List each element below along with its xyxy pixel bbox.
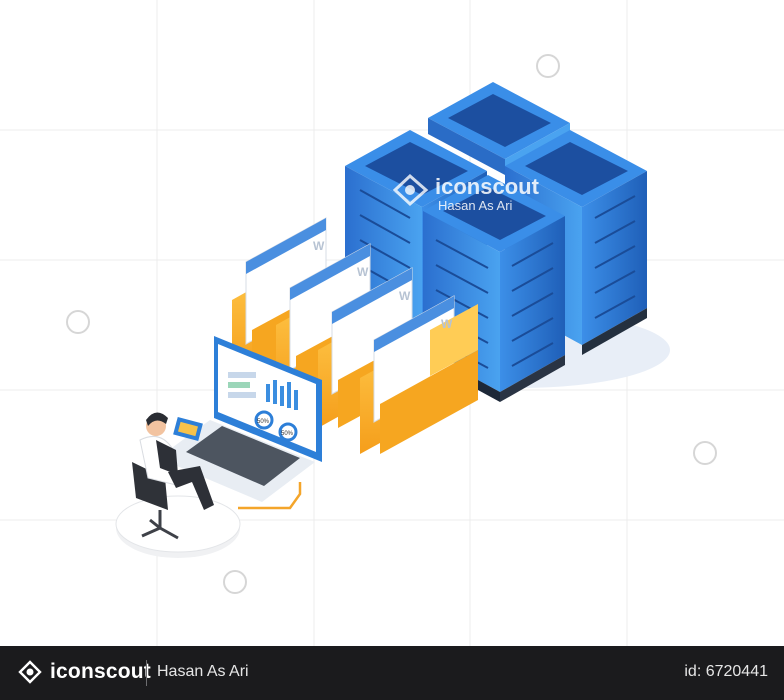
footer-divider — [146, 660, 147, 686]
person-at-desk — [115, 412, 241, 558]
folder-4 — [360, 295, 478, 454]
footer-logo[interactable]: iconscout — [18, 660, 151, 684]
document-mark-2: W — [357, 265, 369, 279]
document-mark-1: W — [313, 239, 325, 253]
document-mark-3: W — [399, 289, 411, 303]
laptop-gauge-left: 50% — [257, 419, 270, 425]
footer-author[interactable]: Hasan As Ari — [157, 663, 249, 680]
footer-asset-id: id: 6720441 — [684, 663, 768, 680]
server-rack-front — [423, 175, 565, 402]
laptop-screen-chart — [266, 380, 298, 410]
center-watermark — [392, 173, 429, 207]
small-watermark-icons — [66, 54, 717, 594]
footer-brand: iconscout — [50, 660, 151, 683]
watermark-brand: iconscout — [435, 174, 539, 199]
iconscout-logo-icon — [18, 660, 42, 684]
document-mark-4: W — [441, 317, 453, 331]
footer-bar: iconscout Hasan As Ari id: 6720441 — [0, 646, 784, 700]
laptop-gauge-right: 50% — [281, 431, 294, 437]
illustration: W W W W 50% 50% — [0, 0, 784, 646]
connection-wire — [238, 482, 302, 510]
watermark-author: Hasan As Ari — [438, 198, 513, 213]
